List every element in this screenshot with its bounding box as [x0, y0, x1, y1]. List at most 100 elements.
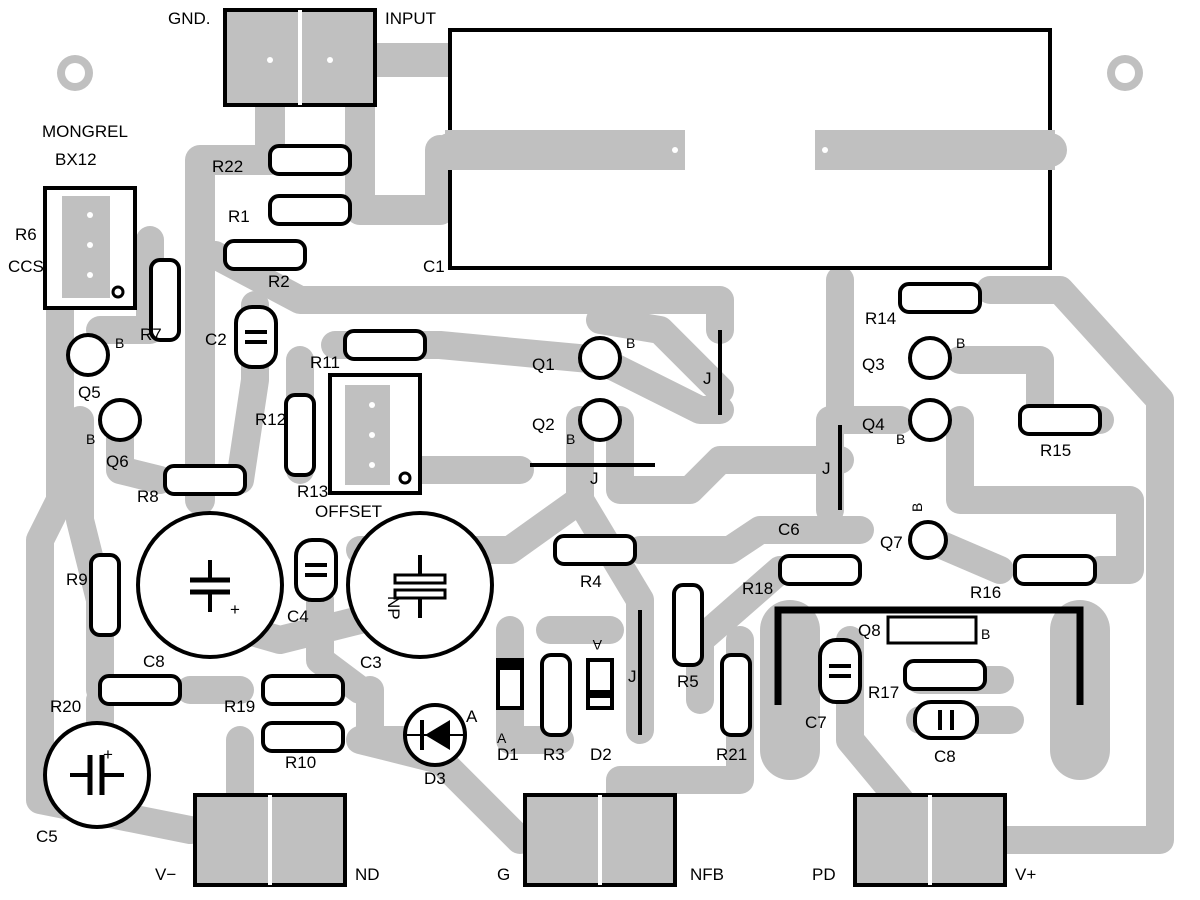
d2-label: D2	[590, 745, 612, 764]
jumpers	[530, 330, 842, 735]
q2-base-mark: B	[566, 431, 575, 447]
c8-plus-mark: +	[230, 600, 240, 619]
r12-label: R12	[255, 410, 286, 429]
resistor-r11-body	[343, 329, 427, 361]
r20-label: R20	[50, 697, 81, 716]
board-title-2: BX12	[55, 150, 97, 169]
c1-label: C1	[423, 257, 445, 276]
q7-base-mark: B	[909, 503, 925, 512]
resistor-r14-body	[898, 282, 982, 314]
jumper-mark-2: J	[590, 469, 599, 488]
resistor-r2-body	[223, 239, 307, 271]
film-capacitors	[234, 305, 979, 740]
q3-base-mark: B	[956, 335, 965, 351]
capacitor-c3	[346, 511, 494, 659]
r21-label: R21	[716, 745, 747, 764]
r11-label: R11	[310, 353, 340, 372]
output-connectors	[193, 793, 1007, 887]
r18-label: R18	[742, 579, 773, 598]
trimmer-r6	[43, 186, 137, 310]
resistor-r18-body	[778, 554, 862, 586]
r8-label: R8	[137, 487, 159, 506]
resistor-r21-body	[720, 653, 752, 737]
c3-label: C3	[360, 653, 382, 672]
r2-label: R2	[268, 272, 290, 291]
c5-label: C5	[36, 827, 58, 846]
c8-large-label: C8	[143, 652, 165, 671]
connector-label-nfb: NFB	[690, 865, 724, 884]
r15-label: R15	[1040, 441, 1071, 460]
r13-label: R13	[297, 482, 328, 501]
transistor-bodies	[66, 333, 978, 645]
capacitor-c8-large	[136, 511, 284, 659]
c7-label: C7	[805, 713, 827, 732]
q5-base-mark: B	[115, 335, 124, 351]
r19-label: R19	[224, 697, 255, 716]
r22-label: R22	[212, 157, 243, 176]
r10-label: R10	[285, 753, 316, 772]
connector-label-input: INPUT	[385, 9, 436, 28]
resistor-r20-body	[98, 674, 182, 706]
c3-np-mark: NP	[384, 596, 403, 620]
resistor-r17-body	[903, 659, 987, 691]
resistor-r16-body	[1013, 554, 1097, 586]
q7-label: Q7	[880, 533, 903, 552]
q2-label: Q2	[532, 415, 555, 434]
connector-label-vplus: V+	[1015, 865, 1036, 884]
resistor-bodies	[89, 144, 1102, 753]
labels: GND. INPUT MONGREL BX12 R6 CCS R22 R1 R2…	[8, 9, 1071, 884]
d3-anode-mark: A	[466, 707, 478, 726]
d1-label: D1	[497, 745, 519, 764]
r6-sub-label: CCS	[8, 257, 44, 276]
d1-anode-mark: A	[497, 730, 507, 746]
c4-label: C4	[287, 607, 309, 626]
mounting-hole-left-center	[65, 63, 85, 83]
q4-label: Q4	[862, 415, 885, 434]
connector-label-vminus: V−	[155, 865, 176, 884]
r3-label: R3	[543, 745, 565, 764]
jumper-mark-1: J	[703, 369, 712, 388]
q6-base-mark: B	[86, 431, 95, 447]
resistor-r5-body	[672, 583, 704, 667]
resistor-r22-body	[268, 144, 352, 176]
resistor-r8-body	[163, 464, 247, 496]
c6-label: C6	[778, 520, 800, 539]
trimmer-r13	[328, 373, 422, 495]
resistor-r3-body	[540, 653, 572, 737]
c5-plus-mark: +	[103, 745, 113, 764]
r17-label: R17	[868, 683, 899, 702]
q1-base-mark: B	[626, 335, 635, 351]
q1-label: Q1	[532, 355, 555, 374]
r14-label: R14	[865, 309, 896, 328]
r9-label: R9	[66, 570, 88, 589]
q8-label: Q8	[858, 621, 881, 640]
r7-label: R7	[140, 325, 162, 344]
resistor-r19-body	[261, 674, 345, 706]
q8-base-mark: B	[981, 626, 990, 642]
r6-label: R6	[15, 225, 37, 244]
q5-label: Q5	[78, 383, 101, 402]
r5-label: R5	[677, 672, 699, 691]
c2-label: C2	[205, 330, 227, 349]
resistor-r10-body	[261, 721, 345, 753]
resistor-r1-body	[268, 194, 352, 226]
offset-label: OFFSET	[315, 502, 382, 521]
mounting-hole-right-center	[1115, 63, 1135, 83]
r4-label: R4	[580, 572, 602, 591]
connector-label-gnd: GND.	[168, 9, 211, 28]
input-connector	[223, 8, 377, 107]
q3-label: Q3	[862, 355, 885, 374]
connector-label-pd: PD	[812, 865, 836, 884]
c8-small-label: C8	[934, 747, 956, 766]
resistor-r12-body	[284, 393, 316, 477]
resistor-r4-body	[553, 534, 637, 566]
heatsink-bracket	[774, 606, 1084, 705]
q6-label: Q6	[106, 452, 129, 471]
q4-base-mark: B	[896, 431, 905, 447]
jumper-mark-4: J	[628, 667, 637, 686]
board-title-1: MONGREL	[42, 122, 128, 141]
d2-anode-mark: A	[592, 637, 602, 653]
jumper-mark-3: J	[822, 459, 831, 478]
